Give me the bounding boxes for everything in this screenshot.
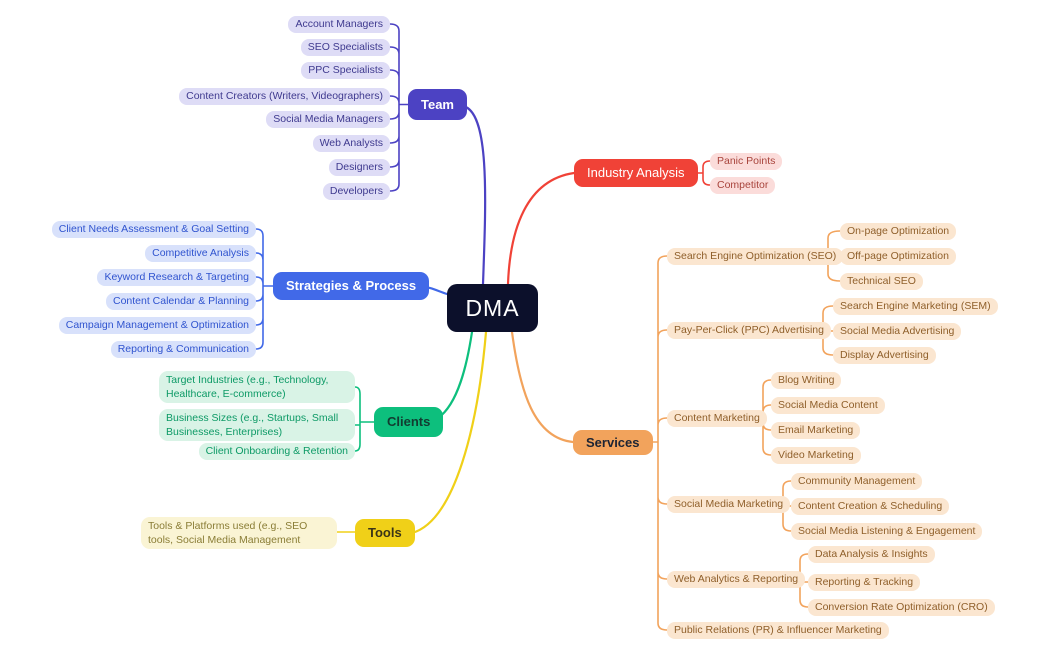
root-connectors <box>410 104 576 535</box>
tools-leaf-platforms[interactable]: Tools & Platforms used (e.g., SEO tools,… <box>141 517 337 549</box>
services-ppc-leaf-social-advertising[interactable]: Social Media Advertising <box>833 323 962 340</box>
team-leaf-ppc-specialists[interactable]: PPC Specialists <box>301 62 390 79</box>
clients-leaf-business-sizes[interactable]: Business Sizes (e.g., Startups, Small Bu… <box>159 409 355 441</box>
services-seo-leaf-technical[interactable]: Technical SEO <box>840 273 923 290</box>
tools-root-connector <box>410 330 488 535</box>
services-category-ppc[interactable]: Pay-Per-Click (PPC) Advertising <box>667 322 831 339</box>
root-node-dma[interactable]: DMA <box>447 284 538 332</box>
branch-node-services[interactable]: Services <box>573 430 653 455</box>
services-seo-leaf-offpage[interactable]: Off-page Optimization <box>840 248 956 265</box>
services-category-public-relations[interactable]: Public Relations (PR) & Influencer Marke… <box>667 622 889 639</box>
services-root-connector <box>510 330 575 444</box>
services-content-leaf-video[interactable]: Video Marketing <box>771 447 861 464</box>
clients-leaf-onboarding-retention[interactable]: Client Onboarding & Retention <box>198 443 355 460</box>
clients-bracket <box>354 386 377 452</box>
services-category-web-analytics[interactable]: Web Analytics & Reporting <box>667 571 806 588</box>
strategies-leaf-keyword-research[interactable]: Keyword Research & Targeting <box>97 269 256 286</box>
team-leaf-seo-specialists[interactable]: SEO Specialists <box>300 39 390 56</box>
clients-leaf-target-industries[interactable]: Target Industries (e.g., Technology, Hea… <box>159 371 355 403</box>
strategies-leaf-campaign-management[interactable]: Campaign Management & Optimization <box>58 317 256 334</box>
industry-root-connector <box>506 171 576 286</box>
services-social-leaf-creation-scheduling[interactable]: Content Creation & Scheduling <box>791 498 950 515</box>
strategies-leaf-client-needs[interactable]: Client Needs Assessment & Goal Setting <box>51 221 256 238</box>
services-category-content-marketing[interactable]: Content Marketing <box>667 410 767 427</box>
strategies-leaf-competitive-analysis[interactable]: Competitive Analysis <box>145 245 256 262</box>
branch-node-team[interactable]: Team <box>408 89 467 120</box>
services-analytics-leaf-reporting-tracking[interactable]: Reporting & Tracking <box>808 574 921 591</box>
industry-leaf-panic-points[interactable]: Panic Points <box>710 153 783 170</box>
team-leaf-social-media-managers[interactable]: Social Media Managers <box>266 111 390 128</box>
services-ppc-leaf-sem[interactable]: Search Engine Marketing (SEM) <box>833 298 998 315</box>
services-content-leaf-email[interactable]: Email Marketing <box>771 422 861 439</box>
services-category-social-media-marketing[interactable]: Social Media Marketing <box>667 496 791 513</box>
team-root-connector <box>461 104 487 286</box>
strategies-leaf-content-calendar[interactable]: Content Calendar & Planning <box>105 293 256 310</box>
branch-node-tools[interactable]: Tools <box>355 519 415 547</box>
team-leaf-designers[interactable]: Designers <box>328 159 390 176</box>
strategies-leaf-reporting-communication[interactable]: Reporting & Communication <box>110 341 256 358</box>
services-social-leaf-community[interactable]: Community Management <box>791 473 923 490</box>
team-leaf-account-managers[interactable]: Account Managers <box>288 16 390 33</box>
services-content-leaf-social-content[interactable]: Social Media Content <box>771 397 885 414</box>
industry-leaf-competitor[interactable]: Competitor <box>710 177 776 194</box>
services-social-leaf-listening-engagement[interactable]: Social Media Listening & Engagement <box>791 523 983 540</box>
team-bracket <box>389 23 411 192</box>
branch-node-industry-analysis[interactable]: Industry Analysis <box>574 159 698 187</box>
services-content-leaf-blog[interactable]: Blog Writing <box>771 372 842 389</box>
services-category-seo[interactable]: Search Engine Optimization (SEO) <box>667 248 844 265</box>
clients-root-connector <box>436 330 474 420</box>
strategies-bracket <box>255 228 277 350</box>
services-analytics-leaf-data-analysis[interactable]: Data Analysis & Insights <box>808 546 935 563</box>
branch-node-strategies[interactable]: Strategies & Process <box>273 272 430 300</box>
services-seo-leaf-onpage[interactable]: On-page Optimization <box>840 223 957 240</box>
team-leaf-content-creators[interactable]: Content Creators (Writers, Videographers… <box>179 88 390 105</box>
services-ppc-leaf-display-advertising[interactable]: Display Advertising <box>833 347 936 364</box>
branch-node-clients[interactable]: Clients <box>374 407 444 437</box>
team-leaf-web-analysts[interactable]: Web Analysts <box>312 135 390 152</box>
services-analytics-leaf-cro[interactable]: Conversion Rate Optimization (CRO) <box>808 599 995 616</box>
team-leaf-developers[interactable]: Developers <box>322 183 390 200</box>
